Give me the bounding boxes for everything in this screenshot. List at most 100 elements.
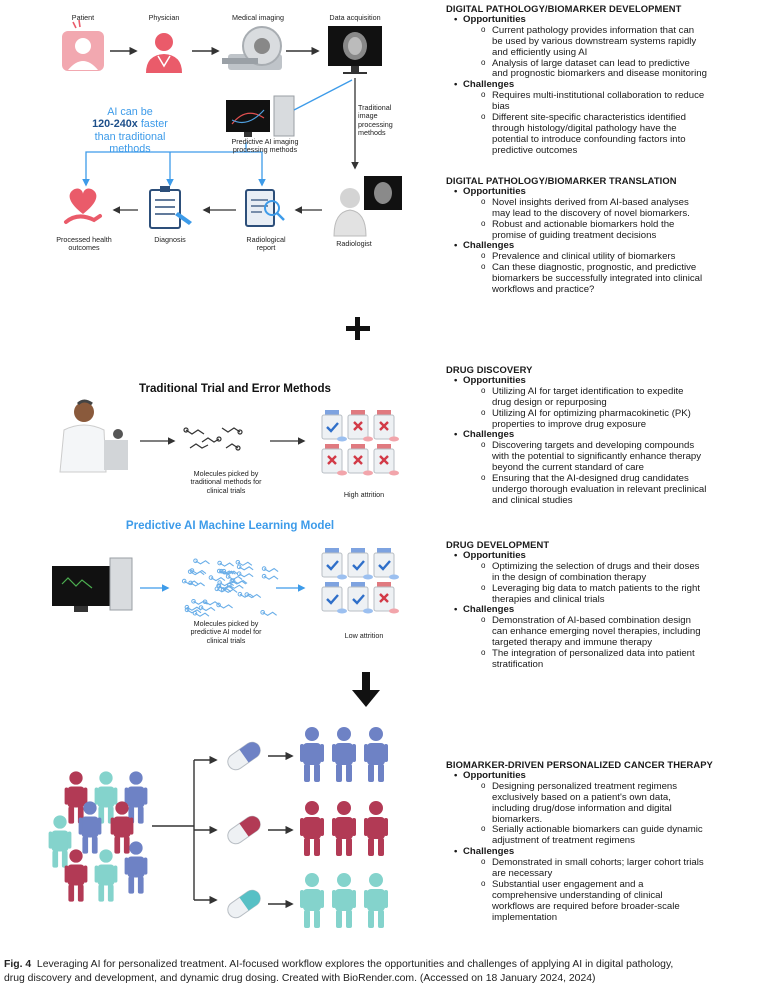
person-icon — [124, 841, 148, 894]
section-title: DRUG DEVELOPMENT — [446, 539, 550, 550]
section-drug-discovery: DRUG DISCOVERYOpportunitiesUtilizing AI … — [446, 364, 762, 507]
pill-capsule-icon — [227, 741, 261, 771]
high-attrition-label: High attrition — [343, 490, 385, 499]
physician-label: Physician — [148, 13, 180, 22]
scientist-icon — [59, 399, 128, 473]
low-attrition-label: Low attrition — [344, 631, 384, 640]
molecule-icon — [193, 558, 210, 565]
pill-capsule-icon — [227, 889, 261, 919]
pass-bottle-icon — [347, 548, 373, 580]
molecule-icon — [227, 582, 244, 589]
patient-crowd — [48, 771, 148, 902]
pass-bottle-icon — [321, 410, 347, 442]
person-icon — [332, 873, 356, 928]
opportunities-heading: Opportunities — [446, 14, 762, 26]
section-title: DIGITAL PATHOLOGY/BIOMARKER TRANSLATION — [446, 175, 677, 186]
molecule-icon — [181, 578, 199, 585]
report-label: Radiological report — [246, 235, 286, 253]
ai-path-arrow — [246, 151, 266, 187]
person-icon — [94, 849, 118, 902]
radiological-report-icon — [245, 189, 285, 227]
ai-workstation-icon — [226, 95, 295, 137]
person-icon — [300, 727, 324, 782]
molecule-icon — [189, 568, 207, 575]
molecule-icon — [219, 568, 236, 575]
traditional-methods-label: Traditional image processing methods — [358, 103, 393, 138]
fail-bottle-icon — [347, 444, 373, 476]
mri-scanner-icon — [222, 26, 282, 70]
molecule-icon — [184, 604, 202, 611]
caption-line-1: Leveraging AI for personalized treatment… — [36, 959, 674, 970]
pill-capsule-icon — [227, 815, 261, 845]
opportunity-item: Leveraging big data to match patients to… — [446, 583, 762, 606]
opportunities-heading: Opportunities — [446, 375, 762, 387]
radiologist-label: Radiologist — [336, 239, 372, 248]
molecules-traditional-label: Molecules picked by traditional methods … — [190, 469, 262, 495]
opportunity-item: Novel insights derived from AI-based ana… — [446, 197, 762, 220]
opportunities-heading: Opportunities — [446, 550, 762, 562]
figure-caption: Fig. 4 Leveraging AI for personalized tr… — [4, 958, 760, 986]
patient-label: Patient — [71, 13, 95, 22]
ai-path-arrow — [82, 142, 247, 187]
molecule-icon — [198, 605, 216, 612]
person-icon — [124, 771, 148, 824]
molecule-icon — [237, 591, 255, 598]
challenges-heading: Challenges — [446, 241, 762, 253]
section-personalized-therapy: BIOMARKER-DRIVEN PERSONALIZED CANCER THE… — [446, 759, 762, 924]
person-icon — [332, 727, 356, 782]
fail-bottle-icon — [373, 410, 399, 442]
challenge-item: Discovering targets and developing compo… — [446, 440, 762, 474]
challenges-heading: Challenges — [446, 846, 762, 858]
opportunity-item: Utilizing AI for target identification t… — [446, 386, 762, 409]
caption-line-2: drug discovery and development, and dyna… — [4, 973, 596, 984]
bottles-low-attrition — [321, 548, 399, 614]
person-icon — [64, 771, 88, 824]
pill-icons — [227, 741, 261, 919]
section-title: DRUG DISCOVERY — [446, 364, 533, 375]
challenge-item: Different site-specific characteristics … — [446, 112, 762, 157]
molecules-traditional-icon — [183, 427, 243, 451]
pass-bottle-icon — [321, 582, 347, 614]
challenge-item: Ensuring that the AI-designed drug candi… — [446, 473, 762, 507]
challenge-item: Prevalence and clinical utility of bioma… — [446, 251, 762, 263]
diagnosis-label: Diagnosis — [154, 235, 186, 244]
fail-bottle-icon — [373, 444, 399, 476]
fail-bottle-icon — [373, 582, 399, 614]
person-icon — [64, 849, 88, 902]
molecule-icon — [188, 580, 205, 587]
processed-outcomes-label: Processed health outcomes — [56, 235, 112, 253]
radiologist-icon — [333, 176, 402, 237]
molecule-icon — [261, 566, 279, 573]
diagnosis-clipboard-icon — [149, 186, 192, 229]
person-icon — [110, 801, 134, 854]
traditional-trial-title: Traditional Trial and Error Methods — [139, 382, 331, 395]
person-icon — [94, 771, 118, 824]
opportunity-item: Utilizing AI for optimizing pharmacokine… — [446, 408, 762, 431]
molecule-icon — [208, 575, 226, 582]
molecule-icon — [216, 602, 233, 609]
challenges-heading: Challenges — [446, 605, 762, 617]
ai-faster-callout: AI can be 120-240x faster than tradition… — [92, 106, 168, 156]
person-icon — [364, 873, 388, 928]
fail-bottle-icon — [321, 444, 347, 476]
section-title: BIOMARKER-DRIVEN PERSONALIZED CANCER THE… — [446, 759, 713, 770]
pass-bottle-icon — [373, 548, 399, 580]
opportunity-item: Serially actionable biomarkers can guide… — [446, 824, 762, 847]
treatment-groups — [300, 727, 388, 928]
opportunity-item: Analysis of large dataset can lead to pr… — [446, 58, 762, 81]
challenge-item: Substantial user engagement and acompreh… — [446, 879, 762, 924]
monitor-brain-icon — [328, 26, 382, 74]
medical-imaging-label: Medical imaging — [232, 13, 284, 22]
molecules-ai-label: Molecules picked by predictive AI model … — [190, 619, 262, 645]
ai-path — [293, 79, 353, 111]
opportunity-item: Optimizing the selection of drugs and th… — [446, 561, 762, 584]
molecule-icon — [192, 610, 210, 617]
molecule-icon — [230, 578, 248, 585]
health-heart-icon — [64, 188, 102, 224]
predictive-ai-title: Predictive AI Machine Learning Model — [125, 519, 335, 532]
challenge-item: Requires multi-institutional collaborati… — [446, 90, 762, 113]
molecule-icon — [235, 559, 253, 566]
patient-icon — [62, 19, 104, 71]
molecule-icon — [217, 560, 234, 567]
person-icon — [300, 873, 324, 928]
